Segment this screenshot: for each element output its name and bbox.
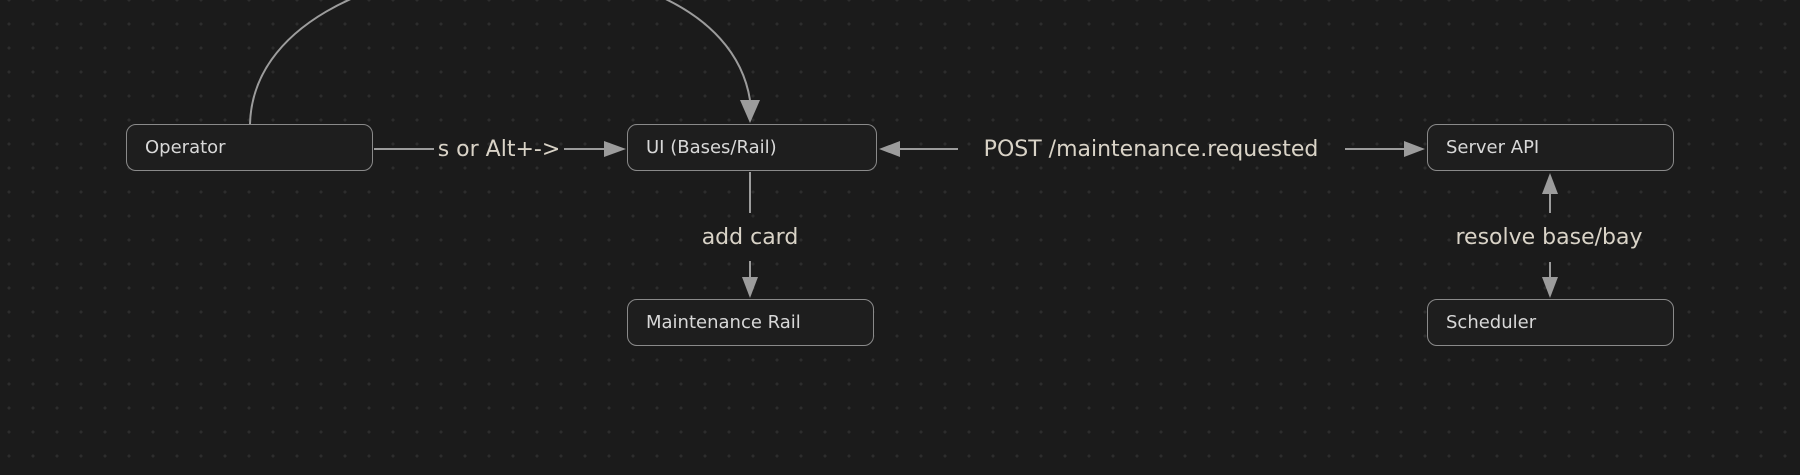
edge-server-api-scheduler xyxy=(1542,173,1558,298)
node-ui-bases-rail-label: UI (Bases/Rail) xyxy=(646,136,777,158)
edge-operator-to-ui xyxy=(374,141,626,157)
edge-ui-maintenance-rail xyxy=(742,172,758,298)
edge-operator-to-ui-curved xyxy=(249,0,760,125)
edge-label-resolve-base-bay[interactable]: resolve base/bay xyxy=(1455,225,1643,250)
node-operator[interactable]: Operator xyxy=(126,124,373,171)
node-ui-bases-rail[interactable]: UI (Bases/Rail) xyxy=(627,124,877,171)
node-server-api-label: Server API xyxy=(1446,136,1540,158)
node-server-api[interactable]: Server API xyxy=(1427,124,1674,171)
node-scheduler[interactable]: Scheduler xyxy=(1427,299,1674,346)
edge-label-s-or-alt[interactable]: s or Alt+-> xyxy=(437,137,561,162)
edge-ui-server-api xyxy=(879,141,1425,157)
node-maintenance-rail-label: Maintenance Rail xyxy=(646,311,801,333)
node-maintenance-rail[interactable]: Maintenance Rail xyxy=(627,299,874,346)
edge-label-add-card[interactable]: add card xyxy=(701,225,799,250)
node-operator-label: Operator xyxy=(145,136,226,158)
node-scheduler-label: Scheduler xyxy=(1446,311,1537,333)
edge-label-post-maintenance-requested[interactable]: POST /maintenance.requested xyxy=(983,137,1319,162)
